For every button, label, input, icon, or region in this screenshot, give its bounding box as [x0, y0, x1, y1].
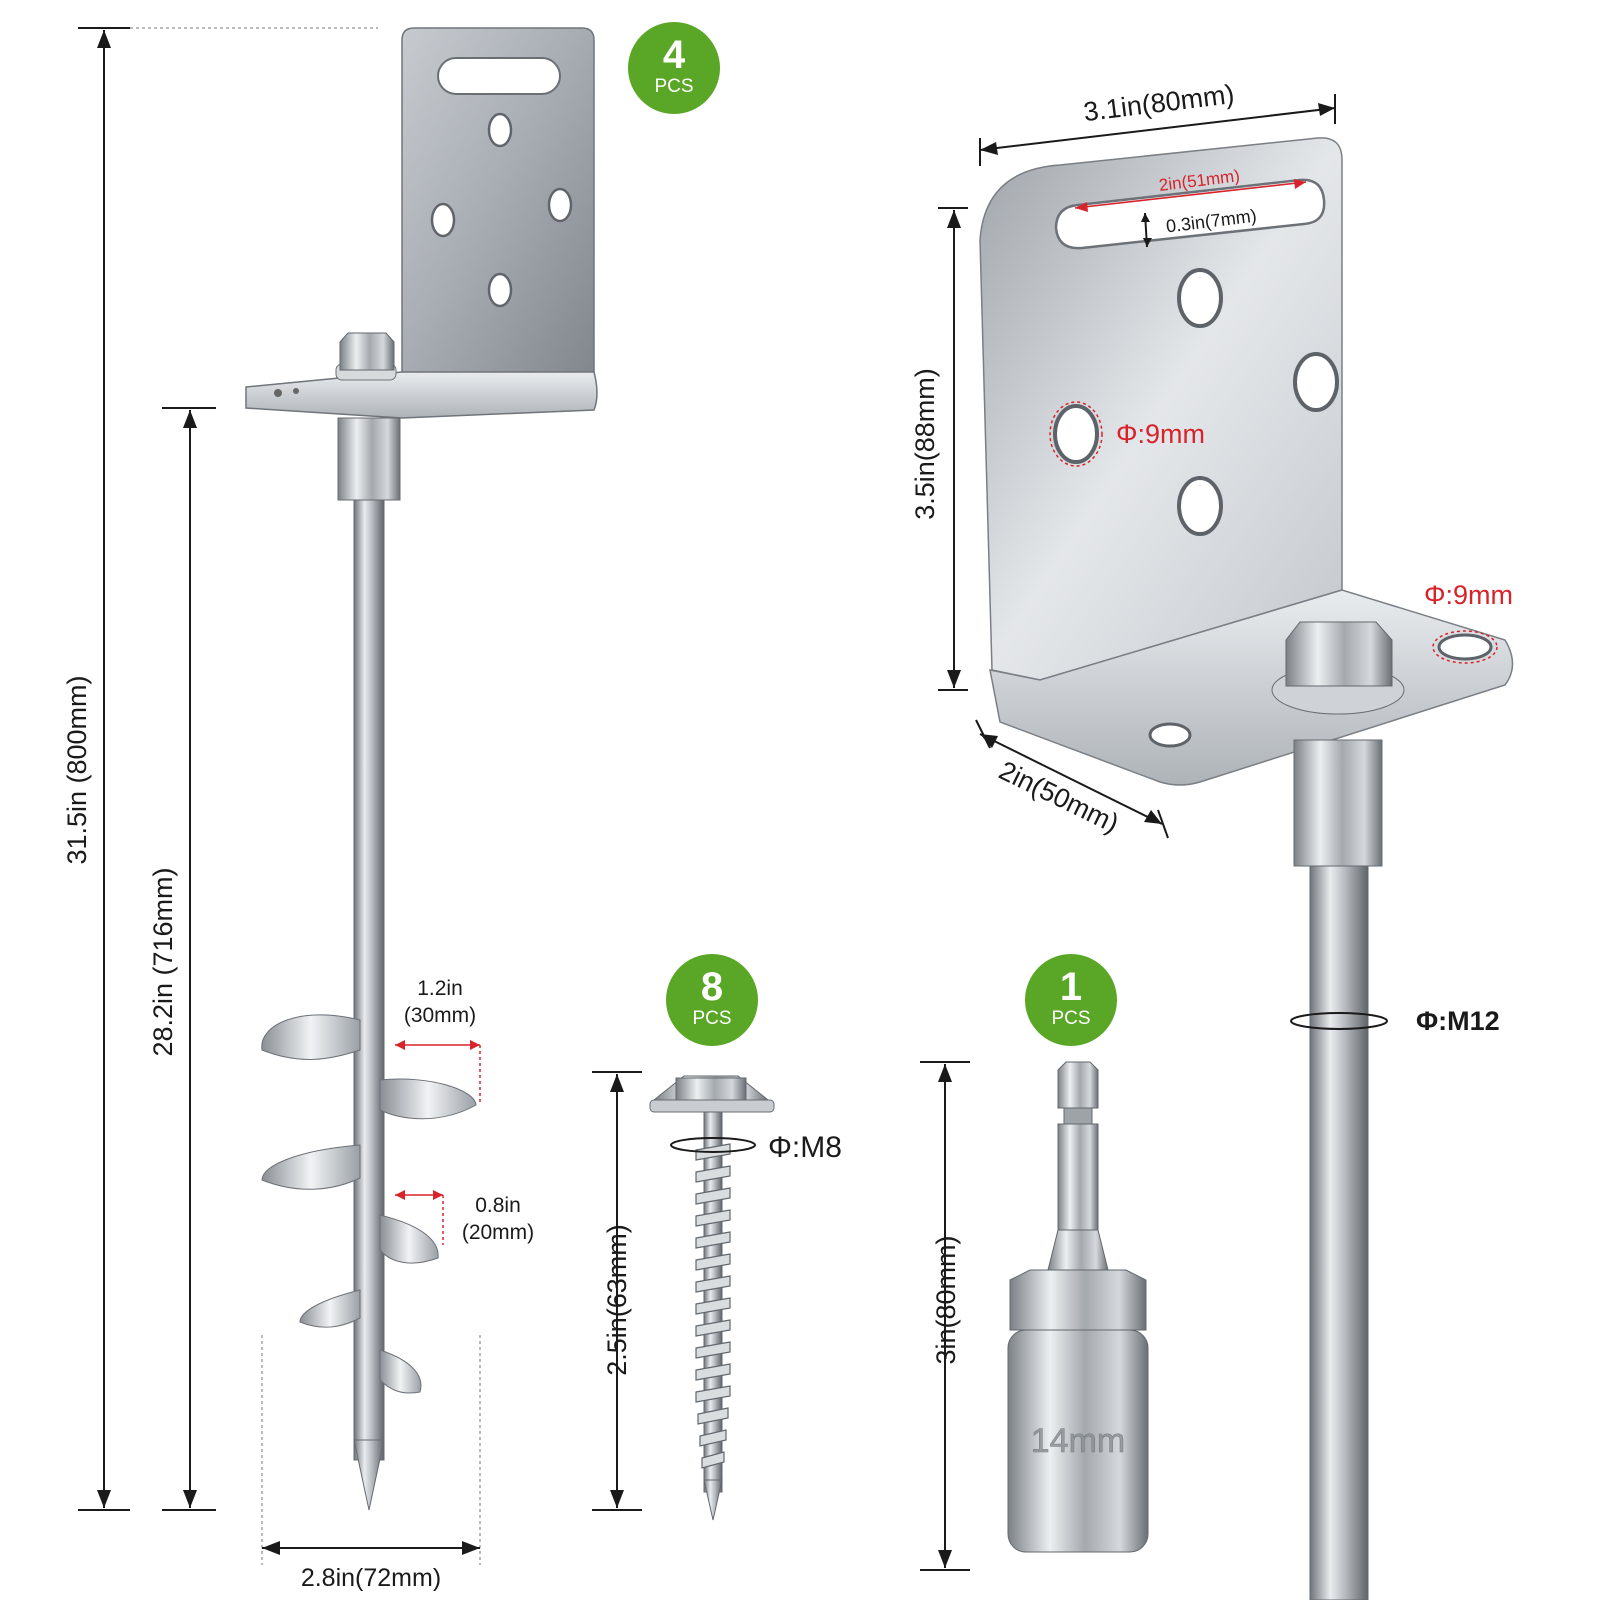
- quantity-badge-screw: 8 PCS: [666, 954, 758, 1046]
- screw-thread-label: Φ:M8: [768, 1131, 842, 1164]
- badge-screw-count: 8: [701, 965, 723, 1009]
- hole-side-label: Φ:9mm: [1116, 419, 1205, 449]
- spiral-width-2-label: 0.8in: [475, 1194, 521, 1217]
- badge-anchor-unit: PCS: [654, 76, 693, 97]
- spiral-diameter-label: 2.8in(72mm): [301, 1564, 441, 1592]
- spiral-width-2-mm-label: (20mm): [462, 1221, 534, 1244]
- l-bracket-illustration: [979, 137, 1514, 1600]
- spiral-width-1-label: 1.2in: [417, 977, 463, 1000]
- total-length-label: 31.5in (800mm): [62, 675, 92, 864]
- ground-anchor-illustration: [245, 27, 598, 1511]
- socket-engraving: 14mm: [1031, 1422, 1125, 1460]
- quantity-badge-socket: 1 PCS: [1025, 954, 1117, 1046]
- badge-anchor-count: 4: [663, 33, 686, 77]
- hole-base-label: Φ:9mm: [1424, 580, 1513, 610]
- hex-socket-illustration: 14mm: [1007, 1061, 1149, 1553]
- lag-screw-illustration: [649, 1075, 775, 1521]
- screw-length-label: 2.5in(63mm): [602, 1224, 632, 1376]
- quantity-badge-anchor: 4 PCS: [628, 22, 720, 114]
- bracket-height-label: 3.5in(88mm): [910, 368, 940, 520]
- badge-screw-unit: PCS: [692, 1008, 731, 1029]
- badge-socket-count: 1: [1060, 965, 1082, 1009]
- bracket-width-label: 3.1in(80mm): [1082, 79, 1236, 127]
- shaft-length-label: 28.2in (716mm): [148, 867, 178, 1056]
- badge-socket-unit: PCS: [1051, 1008, 1090, 1029]
- bracket-depth-label: 2in(50mm): [994, 755, 1123, 839]
- socket-length-label: 3in(80mm): [931, 1235, 961, 1364]
- spiral-width-1-mm-label: (30mm): [404, 1004, 476, 1027]
- rod-size-label: Φ:M12: [1416, 1006, 1500, 1036]
